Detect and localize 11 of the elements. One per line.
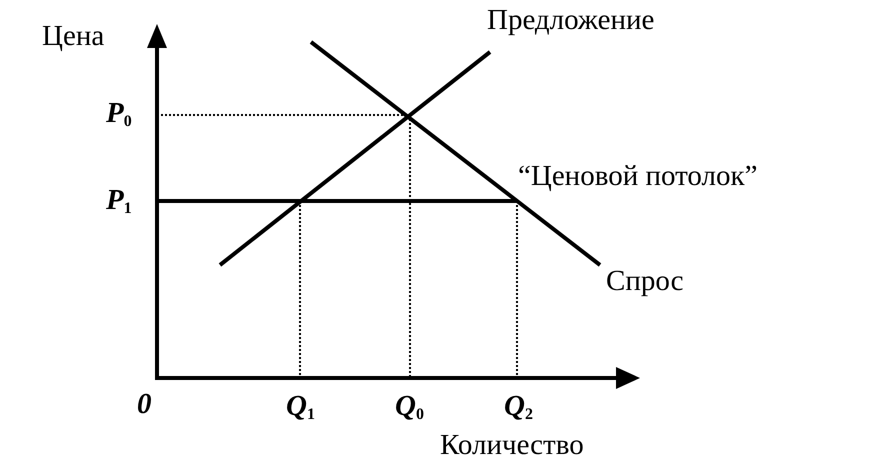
curve-label: Спрос [606, 267, 684, 296]
quantity-label: Q$_{2}$ [504, 392, 533, 423]
curve-label: Предложение [487, 6, 654, 35]
quantity-label: Q$_{0}$ [395, 392, 424, 423]
price-label: P$_{0}$ [106, 99, 132, 130]
origin-label: 0 [137, 390, 152, 419]
axis-label: Количество [440, 431, 584, 460]
ceiling-label: “Ценовой потолок” [518, 162, 758, 191]
price-label: P$_{1}$ [106, 186, 132, 217]
axis-label: Цена [42, 22, 104, 51]
quantity-label: Q$_{1}$ [286, 392, 315, 423]
